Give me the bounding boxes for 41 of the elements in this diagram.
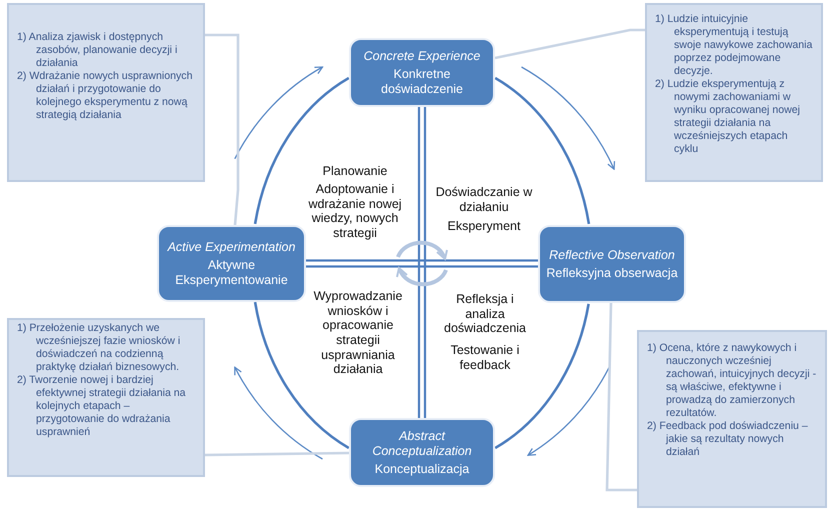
quadrant-text: Refleksja i analiza doświadczenia xyxy=(443,292,527,336)
quadrant-text: Adoptowanie i wdrażanie nowej wiedzy, nowych strategii xyxy=(307,182,403,240)
note-box xyxy=(645,3,823,182)
note-box xyxy=(7,3,205,182)
stage-title: Concrete Experience xyxy=(364,48,480,64)
stage-title: Abstract Conceptualization xyxy=(371,428,473,458)
cycle-arc xyxy=(254,302,350,450)
note-item: 1) Ocena, które z nawykowych i nauczonych wcześniej zachowań, intuicyjnych decyzji - są właściwe, efektywne i prowadzą do zamierzonych rezultatów. xyxy=(647,342,817,420)
leader-line xyxy=(494,28,645,60)
stage-subtitle: Konceptualizacja xyxy=(374,462,470,476)
cycle-arc xyxy=(494,76,590,224)
stage-subtitle: Aktywne Eksperymentowanie xyxy=(174,258,289,288)
stage-box xyxy=(349,418,495,487)
cycle-arc xyxy=(494,304,590,450)
leader-line xyxy=(606,302,637,492)
double-line xyxy=(304,259,540,268)
quadrant-text: Wyprowadzanie wniosków i opracowanie strategii usprawniania działania xyxy=(312,289,404,377)
note-item: 2) Tworzenie nowej i bardziej efektywnej strategii działania na kolejnych etapach – przygotowanie do wdrażania usprawnień xyxy=(17,374,187,440)
note-item: 1) Analiza zjawisk i dostępnych zasobów, planowanie decyzji i działania xyxy=(17,31,178,70)
stage-title: Reflective Observation xyxy=(549,248,675,262)
note-box xyxy=(7,318,205,477)
note-box xyxy=(637,330,827,508)
note-item: 1) Ludzie intuicyjnie eksperymentują i testują swoje nawykowe zachowania poprzez podejmowane decyzje. xyxy=(655,13,813,78)
note-item: 2) Feedback pod doświadczeniu – jakie są rezultaty nowych działań xyxy=(647,420,809,460)
stage-title: Active Experimentation xyxy=(168,240,296,254)
stage-subtitle: Refleksyjna obserwacja xyxy=(546,266,678,280)
cycle-arc xyxy=(254,76,350,224)
leader-line xyxy=(205,34,240,226)
double-line xyxy=(418,106,426,420)
stage-subtitle: Konkretne doświadczenie xyxy=(380,66,464,96)
quadrant-text: Doświadczanie w działaniu xyxy=(434,185,534,214)
stage-box xyxy=(349,38,495,107)
quadrant-text: Planowanie xyxy=(322,164,388,179)
quadrant-text: Testowanie i feedback xyxy=(450,343,520,372)
note-item: 2) Wdrażanie nowych usprawnionych działań i przygotowanie do kolejnego eksperymentu z nową strategią działania xyxy=(17,70,194,122)
leader-line xyxy=(204,452,350,456)
stage-box xyxy=(157,225,306,302)
note-item: 2) Ludzie eksperymentują z nowymi zachowaniami w wyniku opracowanej nowej strategii działania na wcześniejszych etapach cyklu xyxy=(655,78,802,156)
note-item: 1) Przełożenie uzyskanych we wcześniejszej fazie wniosków i doświadczeń na codzienną praktykę działań biznesowych. xyxy=(17,322,182,374)
quadrant-text: Eksperyment xyxy=(446,219,522,234)
stage-box xyxy=(538,225,686,303)
